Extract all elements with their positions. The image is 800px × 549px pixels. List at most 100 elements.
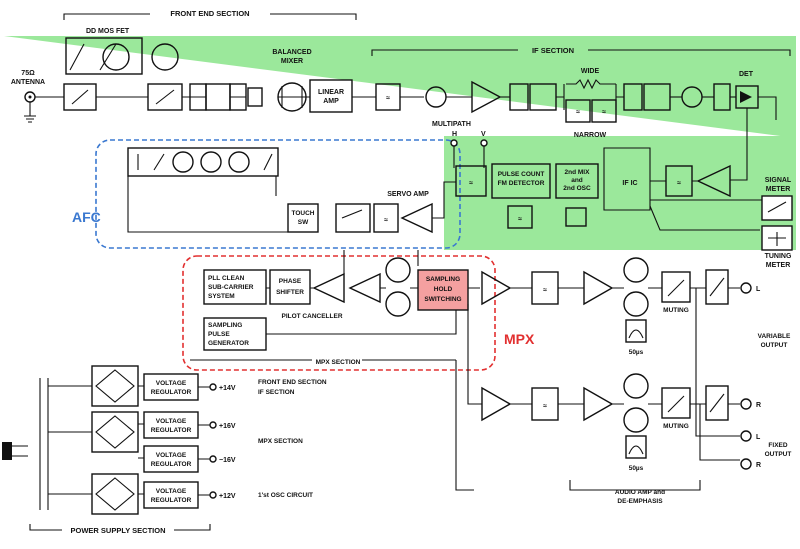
afc-switch [335, 203, 371, 233]
vreg-3-label-a: VOLTAGE [156, 452, 187, 459]
if-ic-amp [696, 164, 731, 198]
v-minus16-label: −16V [219, 457, 236, 464]
audio-amp-top-2 [583, 270, 614, 306]
switching-label: SWITCHING [424, 296, 461, 303]
fixed-output-l-jack[interactable] [740, 430, 752, 442]
mix-osc-label-1: 2nd MIX [565, 169, 591, 176]
rail-1a-label: FRONT END SECTION [258, 379, 327, 386]
vreg-1-label-a: VOLTAGE [156, 380, 187, 387]
signal-label: SIGNAL [765, 177, 792, 184]
front-end-chain: BALANCED MIXER LINEAR AMP [35, 37, 376, 113]
antenna-label: ANTENNA [11, 79, 45, 86]
pll-label-3: SYSTEM [208, 293, 235, 300]
signal-meter-icon [761, 195, 793, 221]
front-end-bracket: FRONT END SECTION [63, 8, 357, 20]
fixed-output-r-jack[interactable] [740, 458, 752, 470]
pilot-amp-2 [348, 272, 381, 304]
mpx-transistor-icon-2 [385, 291, 411, 317]
volume-bottom [705, 385, 729, 421]
vreg-2-label-b: REGULATOR [151, 427, 192, 434]
power-supply-label: POWER SUPPLY SECTION [70, 526, 165, 535]
fm-filter-block [455, 165, 487, 197]
variable-output-r-jack[interactable] [740, 398, 752, 410]
out-r-top-label: R [756, 402, 761, 409]
mix-osc-label-3: 2nd OSC [563, 185, 591, 192]
power-supply: VOLTAGE REGULATOR VOLTAGE REGULATOR VOLT… [2, 365, 327, 535]
mpx-transistor-icon [385, 257, 411, 283]
rf-filter-block [63, 83, 97, 111]
muting-bottom-label: MUTING [663, 423, 689, 430]
svg-text:≈: ≈ [384, 217, 388, 224]
audio-transistor-icon-2 [623, 291, 649, 317]
pulse-gen-label-2: PULSE [208, 331, 230, 338]
muting-bottom-block [661, 387, 691, 419]
svg-text:≈: ≈ [602, 109, 606, 116]
volume-top [705, 269, 729, 305]
pulse-gen-label-1: SAMPLING [208, 322, 242, 329]
multipath-label: MULTIPATH [432, 121, 471, 128]
svg-text:≈: ≈ [677, 180, 681, 187]
vreg-4-label-b: REGULATOR [151, 497, 192, 504]
balanced-mixer-icon [277, 82, 307, 112]
deemph-top-label: 50µs [629, 349, 644, 356]
vreg-2-label-a: VOLTAGE [156, 418, 187, 425]
variable-output-label: OUTPUT [761, 342, 788, 349]
signal-meter-label: METER [766, 186, 791, 193]
phase-label: PHASE [279, 278, 302, 285]
audio-transistor-icon [623, 257, 649, 283]
touch-sw-block [287, 203, 319, 233]
rectifier-3 [91, 473, 139, 515]
linear-label: LINEAR [318, 89, 344, 96]
variable-output-l-jack[interactable] [740, 282, 752, 294]
mosfet-icon-2 [151, 43, 179, 71]
hold-label: HOLD [434, 286, 453, 293]
mosfet-icon [102, 43, 130, 71]
amp-label: AMP [323, 98, 339, 105]
dd-mos-fet-block [65, 37, 143, 75]
servo-amp-label: SERVO AMP [387, 191, 429, 198]
audio-transistor-icon-3 [623, 373, 649, 399]
mpx-region [182, 255, 496, 371]
afc-transistor-chain [127, 147, 279, 177]
transistor-icon [172, 151, 194, 173]
rail-1b-label: IF SECTION [258, 389, 295, 396]
narrow-label: NARROW [574, 132, 607, 139]
det-label: DET [739, 71, 754, 78]
transistor-icon-2 [200, 151, 222, 173]
audio-amp-top-1 [481, 270, 512, 306]
svg-text:≈: ≈ [543, 287, 547, 294]
svg-text:≈: ≈ [386, 95, 390, 102]
tuning-label: TUNING [765, 253, 792, 260]
if-ic-label: IF IC [622, 180, 637, 187]
mixer-label: MIXER [281, 58, 303, 65]
touch-label: TOUCH [292, 210, 315, 217]
multipath-v-label: V [481, 131, 486, 138]
muting-top-label: MUTING [663, 307, 689, 314]
multipath-v-terminal[interactable] [480, 139, 488, 147]
pulse-count-detector [491, 163, 551, 199]
pulse-gen-label-3: GENERATOR [208, 340, 249, 347]
audio-amp-label: AUDIO AMP and [615, 489, 665, 496]
if-amp-triangle [471, 80, 502, 114]
mix-osc-block [555, 163, 599, 199]
osc-block [205, 83, 231, 111]
vreg-4-label-a: VOLTAGE [156, 488, 187, 495]
out-l-bottom-label: L [756, 434, 761, 441]
fixed-label: FIXED [768, 442, 787, 449]
rail-3-label: 1'st OSC CIRCUIT [258, 492, 313, 499]
multipath-h-label: H [452, 131, 457, 138]
rectifier-1 [91, 365, 139, 407]
servo-amp-triangle [400, 202, 433, 234]
rf-tuned-block [147, 83, 183, 111]
rail-2-label: MPX SECTION [258, 438, 303, 445]
deemphasis-top [625, 319, 647, 343]
ac-plug-icon [2, 442, 12, 460]
phase-shifter-block [269, 269, 311, 305]
if-section-bracket: IF SECTION [371, 45, 791, 56]
audio-chain: ≈ 50µs MUTING ≈ 50µs MUTING AUDIO AMP an… [455, 257, 740, 505]
audio-transistor-icon-4 [623, 407, 649, 433]
afc-annotation: AFC [72, 209, 101, 225]
afc-chain: TOUCH SW ≈ SERVO AMP [127, 147, 456, 234]
svg-text:≈: ≈ [469, 180, 473, 187]
multipath-h-terminal[interactable] [450, 139, 458, 147]
